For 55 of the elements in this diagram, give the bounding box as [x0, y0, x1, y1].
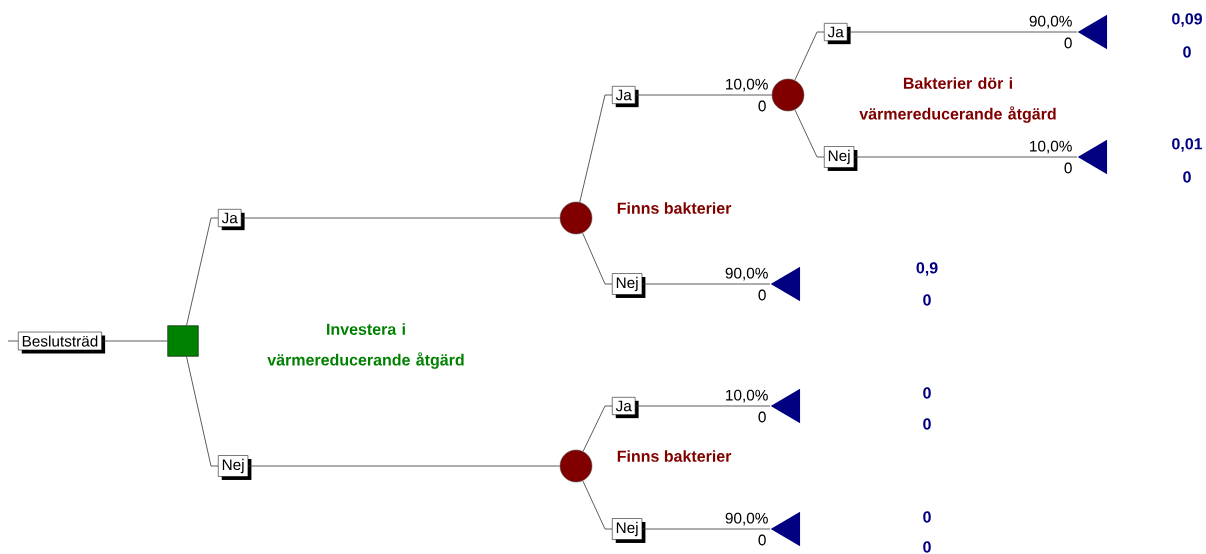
branch-line [582, 232, 613, 285]
value-label: 0,01 [1172, 138, 1203, 152]
label-box: Nej [612, 273, 646, 298]
chance-circle [771, 78, 805, 112]
branch-line [579, 94, 613, 203]
branch-line [241, 217, 561, 219]
terminal-triangle [770, 511, 801, 547]
label-box: Ja [824, 23, 851, 45]
payoff-label: 0 [758, 411, 766, 423]
branch-line [794, 109, 825, 158]
branch-line [582, 480, 613, 530]
chance-circle [559, 449, 593, 483]
value-label: 0 [923, 541, 931, 553]
branch-line [186, 356, 219, 467]
decision-label: Investera i värmereducerande åtgärd [267, 323, 464, 369]
branch-line [582, 405, 613, 452]
value-label: 0 [923, 418, 931, 430]
branch-line [186, 217, 219, 326]
branch-line [101, 340, 168, 342]
payoff-label: 0 [1064, 37, 1072, 49]
terminal-triangle [1077, 14, 1108, 50]
value-label: 0 [923, 387, 931, 399]
label-box: Nej [612, 518, 646, 543]
payoff-label: 0 [758, 534, 766, 546]
label-box: Ja [612, 86, 639, 108]
chance-circle [559, 201, 593, 235]
label-box: Beslutsträd [18, 331, 106, 354]
chance-label: Bakterier dör i värmereducerande åtgärd [859, 77, 1056, 123]
decision-square [167, 325, 199, 357]
branch-line [635, 405, 771, 407]
branch-line [794, 31, 825, 81]
label-box: Nej [218, 455, 252, 480]
branch-line [641, 283, 771, 285]
value-label: 0 [1183, 171, 1191, 183]
value-label: 0,9 [916, 262, 938, 276]
branch-line [247, 465, 561, 467]
payoff-label: 0 [1064, 162, 1072, 174]
terminal-triangle [770, 388, 801, 424]
value-label: 0,09 [1172, 13, 1202, 27]
value-label: 0 [923, 511, 931, 523]
branch-line [641, 528, 771, 530]
terminal-triangle [1077, 139, 1108, 175]
terminal-triangle [770, 266, 801, 302]
branch-line [635, 94, 773, 96]
label-box: Nej [824, 146, 858, 171]
value-label: 0 [1183, 46, 1191, 58]
value-label: 0 [923, 294, 931, 306]
label-box: Ja [612, 397, 639, 419]
label-box: Ja [218, 209, 245, 231]
payoff-label: 0 [758, 289, 766, 301]
chance-label: Finns bakterier [617, 450, 732, 462]
branch-line [7, 340, 19, 342]
branch-line [853, 156, 1078, 158]
branch-line [847, 31, 1078, 33]
payoff-label: 0 [758, 100, 766, 112]
